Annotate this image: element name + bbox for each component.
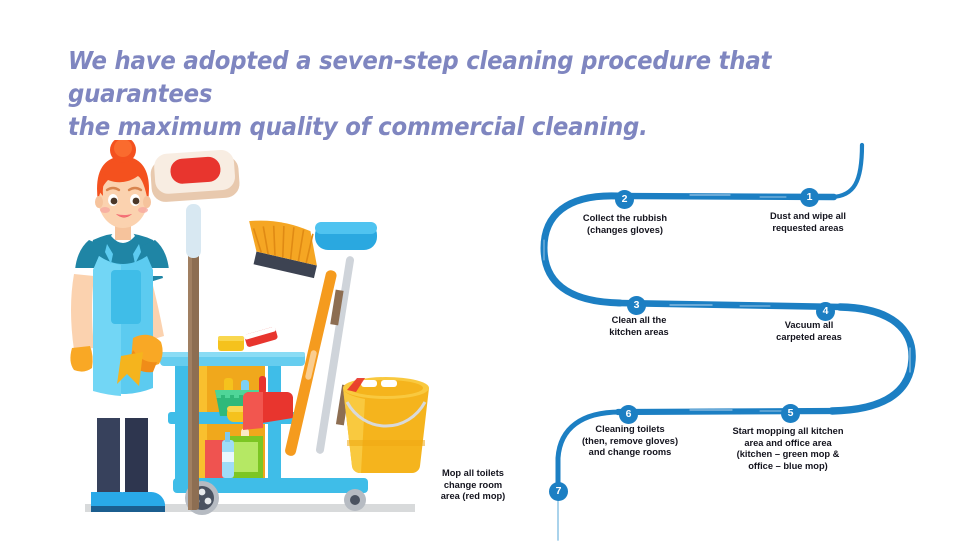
bucket-icon: [342, 377, 429, 474]
step-label-2: Collect the rubbish (changes gloves): [582, 213, 668, 235]
step-badge-1[interactable]: 1: [800, 188, 819, 207]
trolley-wheel-back: [344, 489, 366, 511]
cleaning-lady: [70, 140, 171, 512]
step-badge-4[interactable]: 4: [816, 302, 835, 321]
step-label-3: Clean all the kitchen areas: [609, 315, 669, 337]
ground-line: [85, 504, 415, 512]
step-badge-5[interactable]: 5: [781, 404, 800, 423]
step-label-1: Dust and wipe all requested areas: [770, 211, 846, 233]
page-title: We have adopted a seven-step cleaning pr…: [68, 46, 772, 141]
spray-bottle-icon: [222, 432, 234, 478]
broom-icon: [249, 220, 337, 456]
step-badge-7[interactable]: 7: [549, 482, 568, 501]
step-badge-6[interactable]: 6: [619, 405, 638, 424]
mop-icon: [150, 150, 240, 510]
step-label-7: Mop all toilets change room area (red mo…: [440, 468, 506, 502]
step-label-6: Cleaning toilets (then, remove gloves) a…: [581, 424, 679, 458]
step-label-5: Start mopping all kitchen area and offic…: [732, 426, 844, 471]
step-badge-3[interactable]: 3: [627, 296, 646, 315]
dustpan-icon: [243, 376, 293, 430]
step-label-4: Vacuum all carpeted areas: [776, 320, 842, 342]
step-badge-2[interactable]: 2: [615, 190, 634, 209]
cleaning-illustration: [70, 140, 429, 515]
squeegee-icon: [315, 222, 377, 454]
